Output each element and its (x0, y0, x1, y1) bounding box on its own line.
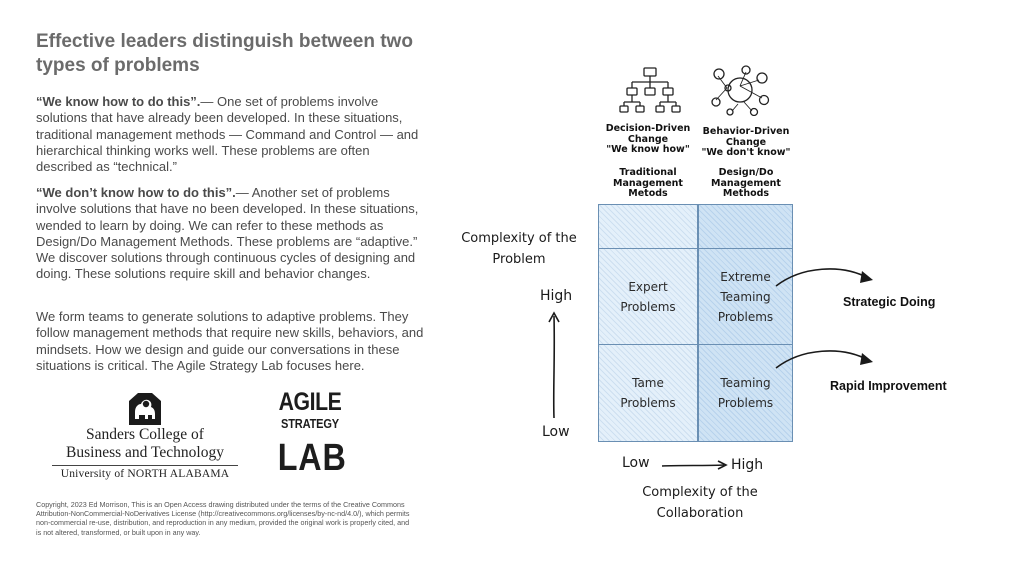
cell-line: Teaming (720, 376, 771, 390)
copyright-notice: Copyright, 2023 Ed Morrison, This is an … (36, 500, 410, 537)
column-methods-design-do: Design/Do Management Methods (700, 167, 792, 200)
x-axis-title: Complexity of the Collaboration (608, 482, 792, 524)
x-axis-high-label: High (731, 457, 764, 473)
cell-teaming-problems: Teaming Problems (698, 344, 793, 442)
cell-line: Problems (717, 310, 774, 324)
cell-line: Problems (620, 396, 676, 410)
methods-line: Metods (628, 188, 668, 199)
grid-cell-top-traditional (598, 204, 698, 250)
sanders-line-1: Sanders College of (86, 426, 204, 443)
y-axis-arrow-icon (548, 311, 560, 419)
outcome-arrows-icon (775, 268, 873, 369)
cell-line: Problems (620, 300, 676, 314)
divider (52, 465, 238, 466)
page-title: Effective leaders distinguish between tw… (36, 31, 413, 76)
header-line: Decision-Driven (605, 123, 691, 134)
methods-line: Management (613, 177, 683, 189)
paragraph-known: “We know how to do this”.— One set of pr… (36, 94, 428, 175)
cell-extreme-teaming-problems: Extreme Teaming Problems (698, 248, 793, 346)
methods-line: Design/Do (718, 167, 774, 178)
paragraph-lead: “We don’t know how to do this”. (36, 185, 236, 200)
header-line: "We don't know" (701, 147, 791, 158)
agile-line-1: AGILE (278, 388, 342, 416)
org-chart-icon (619, 67, 681, 113)
agile-strategy-lab-logo: AGILE STRATEGY LAB (272, 388, 348, 484)
cell-tame-problems: Tame Problems (598, 344, 698, 442)
header-line: "We know how" (606, 144, 690, 155)
outcome-rapid-improvement: Rapid Improvement (830, 379, 947, 393)
axis-title-line: Complexity of the (642, 485, 758, 500)
agile-line-3: LAB (277, 437, 347, 479)
column-header-behavior-driven: Behavior-Driven Change "We don't know" (700, 126, 792, 159)
cell-line: Tame (632, 376, 664, 390)
grid-cell-top-design-do (698, 204, 793, 250)
x-axis-low-label: Low (622, 455, 650, 471)
y-axis-title: Complexity of the Problem (440, 228, 598, 270)
axis-title-line: Collaboration (656, 506, 744, 521)
paragraph-unknown: “We don’t know how to do this”.— Another… (36, 185, 428, 283)
axis-title-line: Problem (492, 252, 546, 267)
sanders-college-logo: Sanders College of Business and Technolo… (50, 392, 240, 484)
x-axis-arrow-icon (661, 460, 728, 470)
paragraph-body: — One set of problems involve solutions … (36, 94, 419, 175)
y-axis-high-label: High (540, 288, 573, 304)
cell-line: Expert (628, 280, 668, 294)
column-header-decision-driven: Decision-Driven Change "We know how" (596, 123, 700, 156)
methods-line: Methods (722, 188, 770, 199)
cell-expert-problems: Expert Problems (598, 248, 698, 346)
agile-line-2: STRATEGY (281, 416, 339, 431)
y-axis-low-label: Low (542, 424, 570, 440)
sanders-line-2: Business and Technology (66, 444, 224, 461)
cell-line: Extreme (720, 270, 771, 284)
paragraph-body: — Another set of problems involve soluti… (36, 185, 419, 282)
outcome-strategic-doing: Strategic Doing (843, 295, 936, 309)
header-line: Change (627, 133, 669, 145)
paragraph-teams: We form teams to generate solutions to a… (36, 309, 428, 374)
header-line: Change (725, 136, 767, 148)
header-line: Behavior-Driven (702, 126, 790, 137)
lion-emblem-icon (129, 393, 161, 425)
sanders-line-3: University of NORTH ALABAMA (60, 468, 230, 480)
methods-line: Management (711, 177, 781, 189)
cell-line: Problems (717, 396, 774, 410)
axis-title-line: Complexity of the (461, 231, 577, 246)
column-methods-traditional: Traditional Management Metods (596, 167, 700, 200)
paragraph-body: We form teams to generate solutions to a… (36, 309, 424, 373)
methods-line: Traditional (619, 167, 677, 178)
network-circles-icon (711, 65, 770, 116)
cell-line: Teaming (720, 290, 771, 304)
paragraph-lead: “We know how to do this”. (36, 94, 201, 109)
